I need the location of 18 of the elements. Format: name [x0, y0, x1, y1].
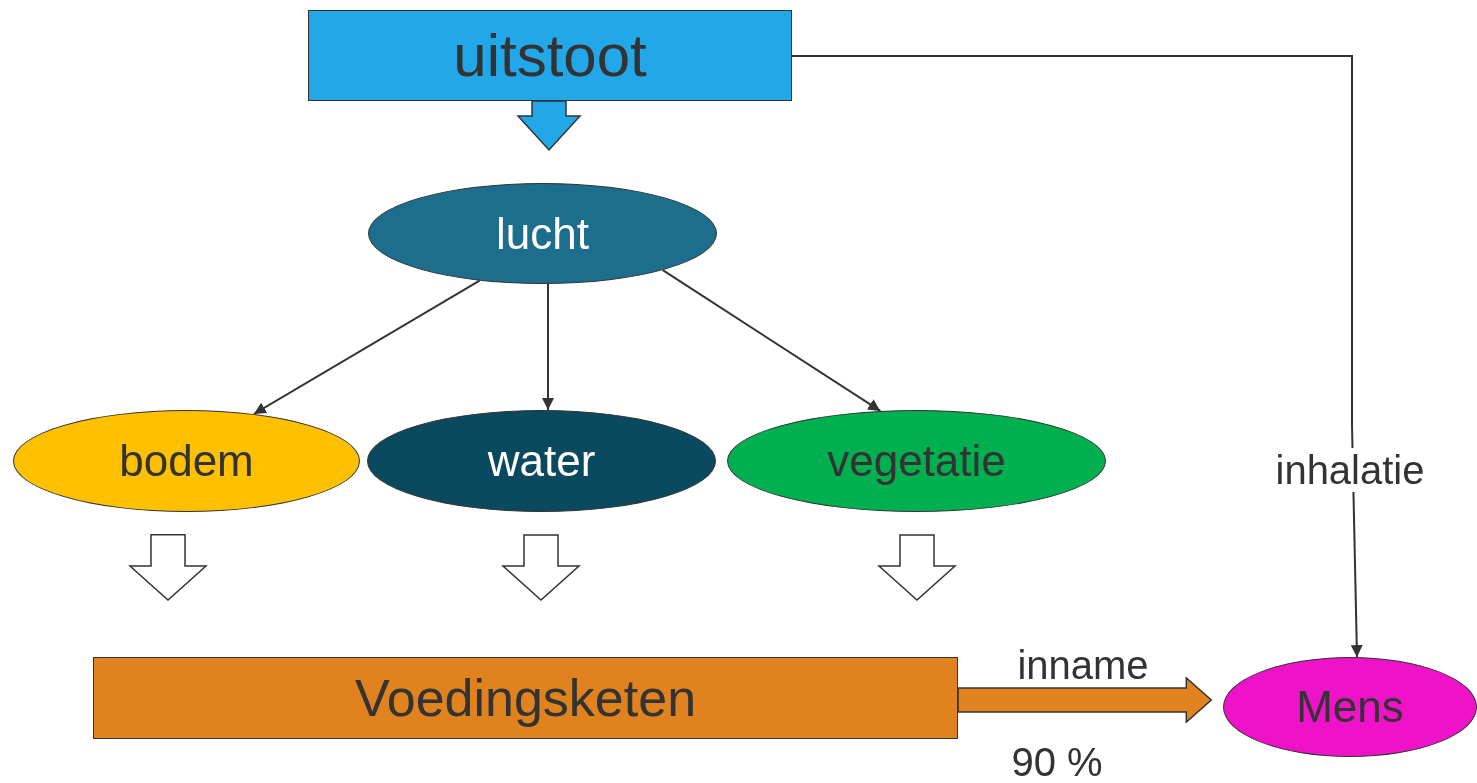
block-arrow — [516, 100, 582, 152]
block-arrow — [957, 676, 1213, 724]
process-box — [93, 657, 958, 739]
node-label: uitstoot — [453, 25, 647, 86]
arrow — [252, 279, 481, 415]
block-arrow — [877, 534, 957, 601]
percentage-label: 90 % — [1011, 740, 1103, 783]
node-label: Mens — [1296, 685, 1404, 729]
block-arrow — [501, 534, 581, 601]
arrow — [791, 55, 1363, 659]
node-label: vegetatie — [827, 439, 1006, 483]
block-arrow — [128, 533, 208, 601]
arrow — [542, 283, 554, 411]
node-label: water — [487, 439, 596, 483]
arrow — [661, 269, 882, 412]
node-label: lucht — [496, 211, 589, 256]
process-box — [308, 10, 792, 101]
node-label: bodem — [119, 439, 254, 483]
